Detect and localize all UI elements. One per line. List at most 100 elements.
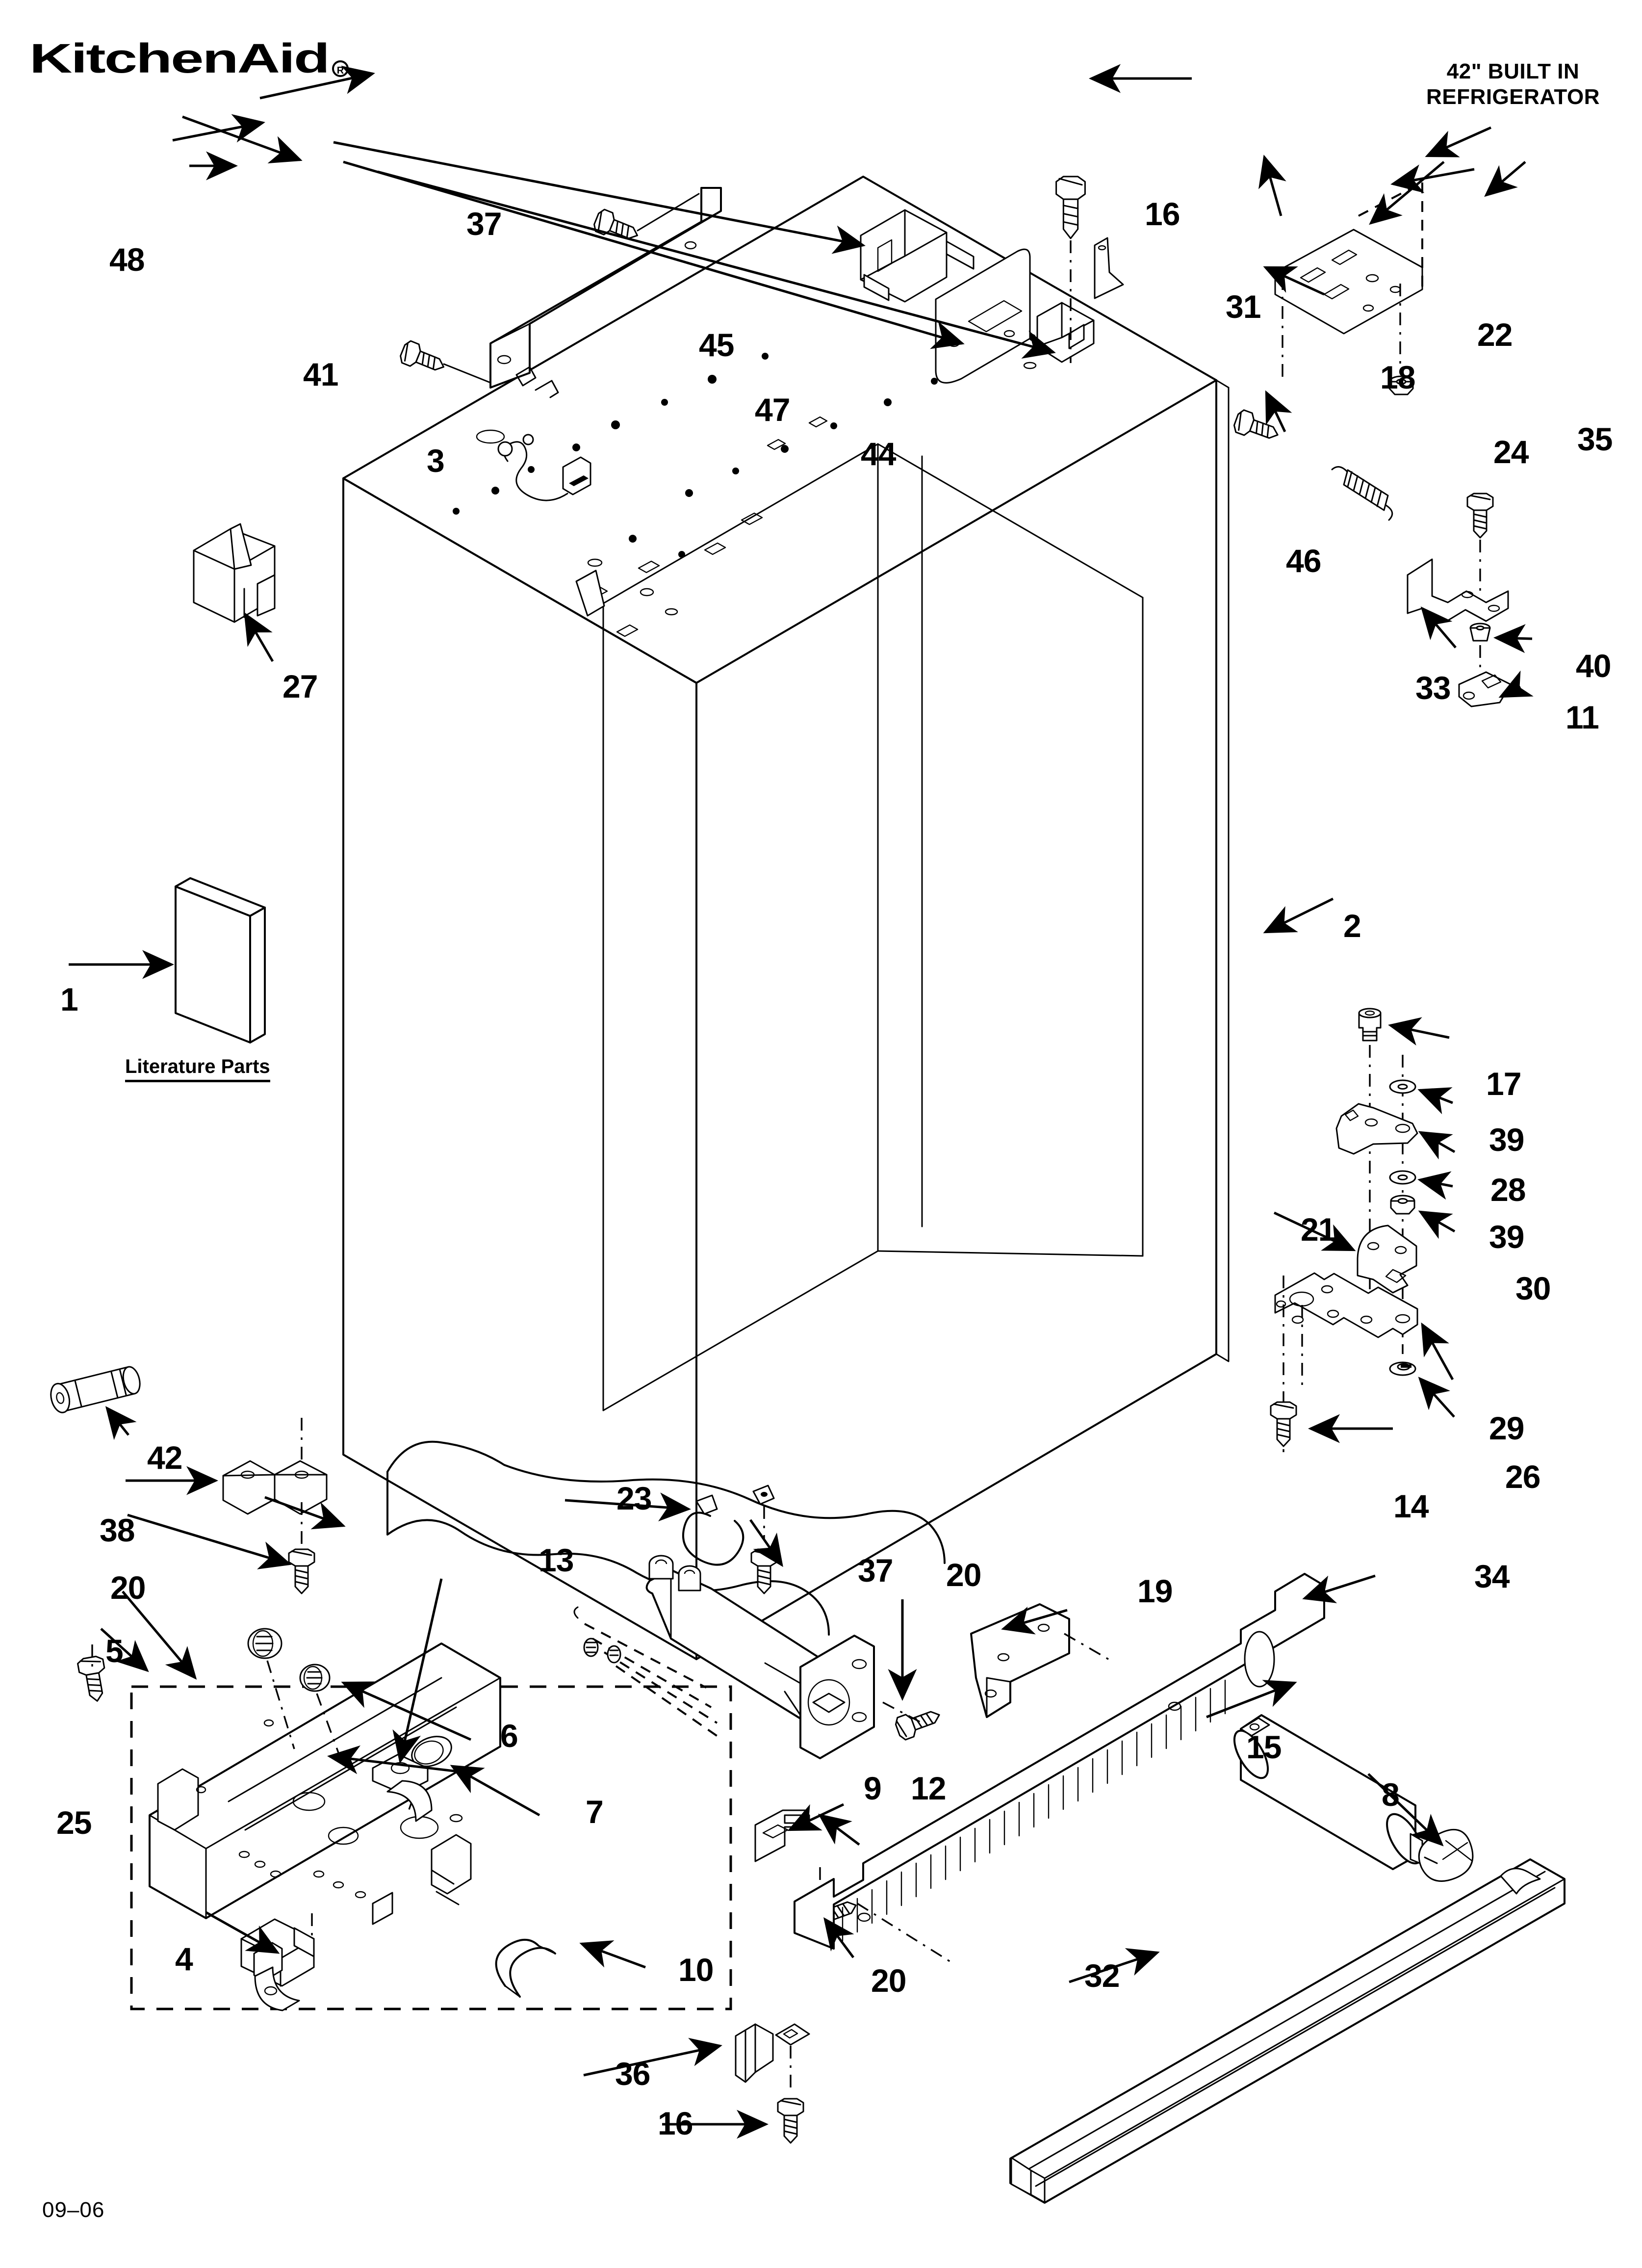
callout-21[interactable]: 21 — [1301, 1211, 1336, 1248]
callout-39-upper[interactable]: 39 — [1489, 1121, 1524, 1158]
callout-48[interactable]: 48 — [109, 241, 145, 278]
callout-12[interactable]: 12 — [911, 1770, 946, 1806]
callout-25[interactable]: 25 — [56, 1804, 92, 1841]
callout-29[interactable]: 29 — [1489, 1410, 1524, 1446]
callout-6[interactable]: 6 — [500, 1718, 518, 1754]
callout-9[interactable]: 9 — [864, 1770, 882, 1806]
part-6-grommet-a — [248, 1629, 282, 1658]
callout-31[interactable]: 31 — [1226, 288, 1261, 325]
part-42-roller-spacer — [48, 1364, 143, 1415]
callout-32[interactable]: 32 — [1084, 1957, 1120, 1994]
part-46-screw — [1231, 408, 1283, 447]
compressor-assembly — [647, 1556, 834, 1721]
callout-14[interactable]: 14 — [1393, 1488, 1429, 1524]
part-24-spring — [1332, 467, 1392, 520]
callout-38[interactable]: 38 — [100, 1512, 135, 1548]
part-40-bushing — [1470, 624, 1490, 641]
part-12-mounting-plate — [800, 1636, 874, 1758]
callout-28[interactable]: 28 — [1490, 1172, 1526, 1208]
callout-18[interactable]: 18 — [1380, 359, 1415, 395]
part-35-screw — [1466, 493, 1494, 539]
callout-16-top[interactable]: 16 — [1145, 196, 1180, 232]
callout-24[interactable]: 24 — [1493, 434, 1529, 470]
part-47-cover-panel — [936, 249, 1030, 383]
part-26-retainer-ring — [1390, 1362, 1415, 1375]
callout-13[interactable]: 13 — [539, 1542, 574, 1578]
leader-37-tail — [638, 194, 699, 231]
callout-34[interactable]: 34 — [1474, 1558, 1510, 1594]
callout-45[interactable]: 45 — [699, 327, 734, 363]
svg-text:KitchenAid: KitchenAid — [29, 38, 329, 81]
leader-lines — [69, 64, 1534, 2139]
callout-5[interactable]: 5 — [105, 1633, 124, 1669]
part-32-trim-rail — [1010, 1859, 1565, 2203]
part-10-tube-clamp — [496, 1940, 555, 1997]
part-33-angle-bracket — [1408, 559, 1508, 621]
part-31-clip — [1095, 238, 1123, 298]
callout-16-bottom[interactable]: 16 — [658, 2105, 693, 2141]
callout-20-lower[interactable]: 20 — [871, 1962, 906, 1999]
callout-33[interactable]: 33 — [1415, 670, 1451, 706]
part-20-screw-mid — [893, 1703, 944, 1742]
callout-35[interactable]: 35 — [1577, 421, 1613, 457]
callout-46[interactable]: 46 — [1286, 543, 1321, 579]
callout-2[interactable]: 2 — [1343, 908, 1361, 944]
callout-4[interactable]: 4 — [175, 1941, 193, 1977]
callout-40[interactable]: 40 — [1576, 648, 1611, 684]
part-5-base-rail-assembly — [150, 1643, 500, 1924]
part-27-drain-pan-bracket — [194, 524, 275, 622]
part-36-bracket — [736, 2024, 809, 2082]
callout-44[interactable]: 44 — [861, 436, 896, 472]
callout-42[interactable]: 42 — [147, 1439, 182, 1476]
callout-8[interactable]: 8 — [1382, 1776, 1400, 1813]
part-19-support-bracket — [971, 1604, 1069, 1717]
tube-fittings — [584, 1639, 620, 1663]
part-16-screw-bottom — [777, 2098, 804, 2144]
cabinet-rear-wave-2 — [387, 1472, 829, 1635]
part-41-screw — [397, 339, 449, 379]
callout-10[interactable]: 10 — [678, 1952, 714, 1988]
callout-47[interactable]: 47 — [755, 391, 790, 428]
part-16-screw-top — [1056, 177, 1085, 238]
part-9-clip — [755, 1810, 809, 1861]
callout-30[interactable]: 30 — [1515, 1270, 1551, 1306]
part-17-hinge-pin — [1359, 1009, 1381, 1041]
part-39-washer-upper — [1389, 1079, 1416, 1094]
callout-36[interactable]: 36 — [615, 2056, 650, 2092]
callout-26[interactable]: 26 — [1505, 1459, 1540, 1495]
callout-20-left[interactable]: 20 — [110, 1569, 146, 1606]
callout-39-lower[interactable]: 39 — [1489, 1219, 1524, 1255]
literature-parts-label: Literature Parts — [125, 1056, 270, 1082]
callout-7[interactable]: 7 — [586, 1794, 604, 1830]
part-37-screw-mid — [750, 1548, 778, 1594]
part-21-hinge-plate — [1358, 1225, 1416, 1293]
callout-20-mid[interactable]: 20 — [946, 1557, 981, 1593]
callout-3[interactable]: 3 — [427, 443, 445, 479]
callout-1[interactable]: 1 — [60, 981, 78, 1017]
callout-11[interactable]: 11 — [1565, 699, 1599, 735]
part-29-hinge-base-plate — [1275, 1273, 1417, 1337]
part-38-v-bracket — [223, 1461, 327, 1514]
part-6-grommet-b — [300, 1665, 330, 1691]
page-title-line1: 42" BUILT IN — [1446, 59, 1580, 83]
callout-27[interactable]: 27 — [282, 668, 318, 704]
callout-37-top[interactable]: 37 — [466, 206, 502, 242]
part-28-hinge-arm — [1336, 1104, 1417, 1154]
part-14-screw — [1270, 1401, 1297, 1447]
part-25-screw — [76, 1654, 111, 1704]
part-34-grille — [795, 1574, 1324, 1949]
part-4-roller-bracket — [241, 1919, 314, 2010]
callout-22[interactable]: 22 — [1477, 316, 1513, 353]
callout-19[interactable]: 19 — [1137, 1573, 1173, 1609]
page-title: 42" BUILT IN REFRIGERATOR — [1426, 59, 1600, 110]
callout-41[interactable]: 41 — [303, 356, 338, 392]
callout-17[interactable]: 17 — [1486, 1066, 1521, 1102]
part-44-receptacle — [1037, 303, 1094, 362]
part-11-clip — [1459, 672, 1511, 706]
cabinet-rear-wave — [387, 1442, 945, 1563]
part-1-literature-packet — [176, 878, 265, 1043]
callout-15[interactable]: 15 — [1246, 1729, 1282, 1765]
callout-37-mid[interactable]: 37 — [858, 1552, 893, 1589]
part-8-roller-axle-cap — [1419, 1829, 1473, 1881]
callout-23[interactable]: 23 — [616, 1480, 652, 1516]
